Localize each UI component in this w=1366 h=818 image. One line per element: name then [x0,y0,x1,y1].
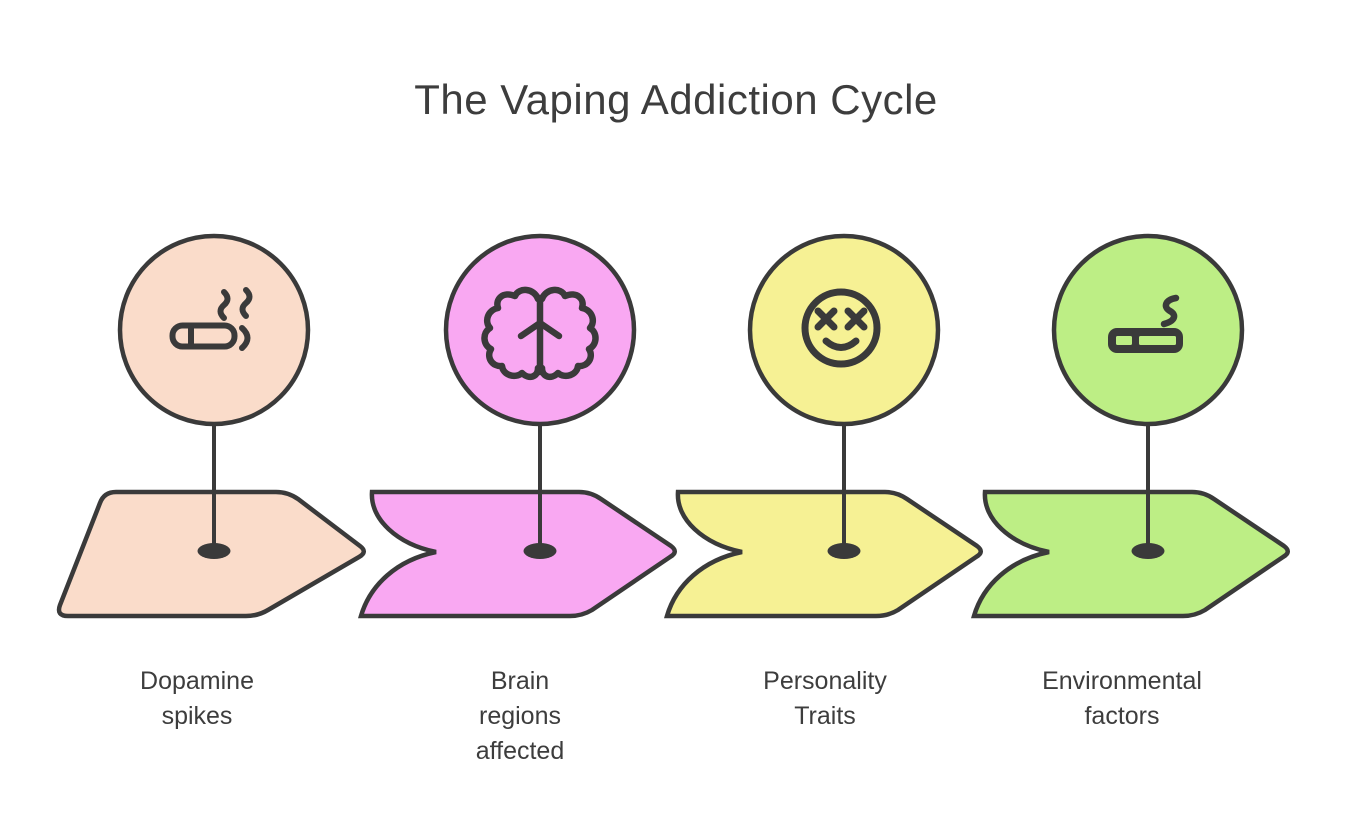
step-3-connector-dot [827,543,861,559]
step-4-arrow-banner [971,489,1290,619]
step-4-connector-dot [1131,543,1165,559]
dizzy-face-icon [801,288,881,368]
page-title: The Vaping Addiction Cycle [414,76,938,123]
step-3-label: Personality Traits [763,667,887,730]
cigarette-filter-window [1116,336,1132,345]
step-3-arrow-banner [664,489,983,619]
step-2-group [358,233,677,619]
step-3-group [664,233,983,619]
step-4-label: Environmental factors [1042,667,1202,730]
step-2-label: Brain regions affected [475,667,565,765]
step-4-group [971,233,1290,619]
step-1-group [56,233,366,619]
step-2-arrow-banner [358,489,677,619]
cigarette-body-window [1139,336,1176,345]
smoking-cigarette-icon [169,287,253,351]
step-1-label: Dopamine spikes [140,667,254,730]
brain-icon [481,286,599,381]
step-1-connector-dot [197,543,231,559]
cigarette-icon [1108,294,1183,353]
step-1-icon-circle [117,233,311,427]
step-2-connector-dot [523,543,557,559]
step-3-icon-circle [747,233,941,427]
